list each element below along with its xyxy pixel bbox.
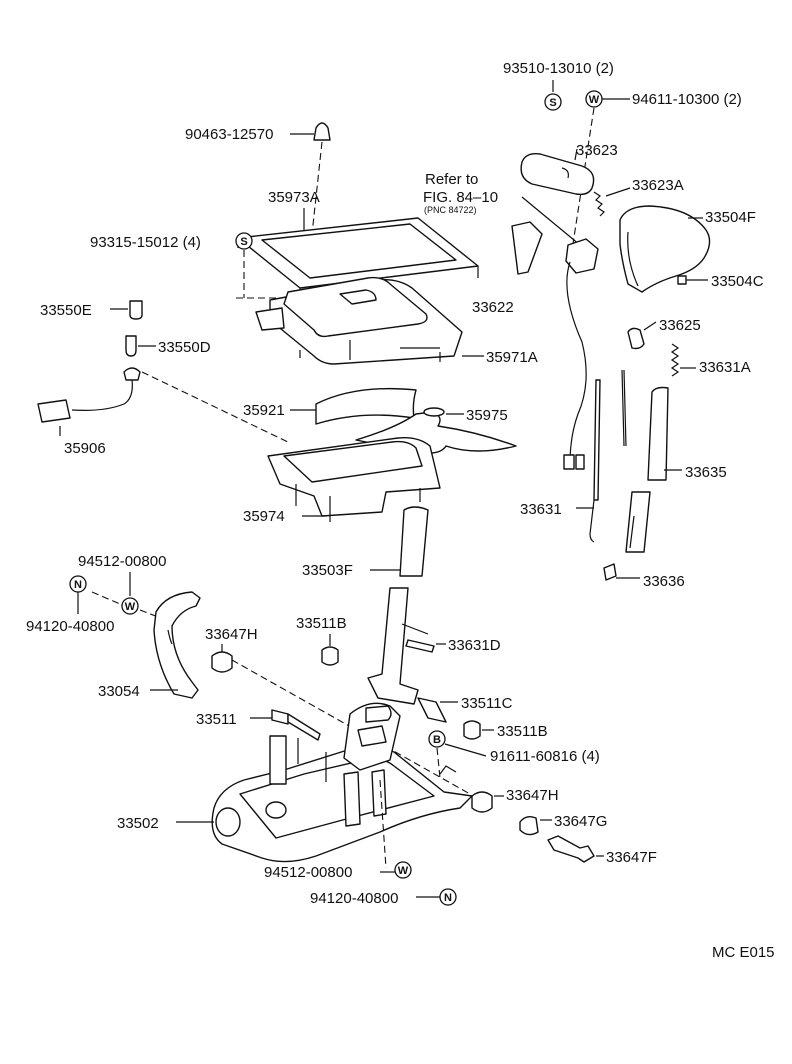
symbol-w: W	[585, 90, 603, 108]
label-35973A: 35973A	[268, 189, 320, 206]
bracket-33054	[153, 591, 201, 699]
pointer-33622	[511, 221, 543, 275]
symbol-w-bottom: W	[394, 861, 412, 879]
label-93315-15012: 93315-15012 (4)	[90, 234, 201, 251]
label-33647F: 33647F	[606, 849, 657, 866]
base-assembly-33502	[211, 702, 473, 863]
svg-text:W: W	[589, 94, 600, 106]
upper-housing-35971A	[255, 276, 463, 365]
label-33631D: 33631D	[448, 637, 501, 654]
label-33631: 33631	[520, 501, 562, 518]
spring-33631A	[670, 343, 680, 377]
lever-tube-33503F	[399, 506, 429, 577]
bulb-cap-33550E	[129, 300, 143, 320]
label-33623A: 33623A	[632, 177, 684, 194]
symbol-b: B	[428, 730, 446, 748]
symbol-w-left: W	[121, 597, 139, 615]
label-33635: 33635	[685, 464, 727, 481]
switch-connector	[565, 238, 599, 274]
label-35971A: 35971A	[486, 349, 538, 366]
bezel-frame-35973A	[237, 217, 479, 300]
ring-33647G	[519, 815, 539, 836]
label-33622: 33622	[472, 299, 514, 316]
collar-33511C	[417, 697, 447, 723]
label-33623: 33623	[576, 142, 618, 159]
symbol-n-bottom: N	[439, 888, 457, 906]
label-33054: 33054	[98, 683, 140, 700]
bush-33511B-upper	[321, 646, 339, 666]
socket-35906	[123, 367, 141, 381]
label-91611-60816: 91611-60816 (4)	[490, 748, 600, 765]
label-33550D: 33550D	[158, 339, 211, 356]
label-33504C: 33504C	[711, 273, 764, 290]
symbol-s: S	[544, 93, 562, 111]
svg-text:W: W	[125, 601, 136, 613]
label-94512-00800-bottom: 94512-00800	[264, 864, 352, 881]
label-94120-40800-bottom: 94120-40800	[310, 890, 398, 907]
label-fig-ref: FIG. 84–10	[423, 189, 498, 206]
label-35975: 35975	[466, 407, 508, 424]
svg-text:B: B	[433, 734, 441, 746]
label-33636: 33636	[643, 573, 685, 590]
label-33511B-lower: 33511B	[497, 723, 548, 740]
label-93510-13010: 93510-13010 (2)	[503, 60, 614, 77]
svg-text:N: N	[74, 579, 82, 591]
svg-text:S: S	[549, 97, 556, 109]
pin-33631D	[405, 639, 435, 653]
bush-33647H-lower	[471, 791, 493, 813]
label-33511B-upper: 33511B	[296, 615, 347, 632]
label-pnc: (PNC 84722)	[424, 205, 477, 215]
label-94512-00800-left: 94512-00800	[78, 553, 166, 570]
rod-33631	[593, 379, 601, 501]
symbol-n-left: N	[69, 575, 87, 593]
guide-33635-lower	[625, 491, 651, 553]
shift-lever	[367, 587, 419, 705]
label-94120-40800-left: 94120-40800	[26, 618, 114, 635]
screw-33504C	[677, 275, 687, 285]
clip-33636	[603, 563, 617, 581]
lower-housing-35974	[267, 436, 441, 522]
symbol-s-93315: S	[235, 232, 253, 250]
label-33511C: 33511C	[461, 695, 513, 712]
label-35906: 35906	[64, 440, 106, 457]
label-33503F: 33503F	[302, 562, 353, 579]
label-33504F: 33504F	[705, 209, 756, 226]
pin-33647F	[547, 835, 595, 863]
svg-text:N: N	[444, 892, 452, 904]
bulb-33550D	[125, 335, 137, 357]
bolt-33511	[271, 709, 289, 725]
label-33647H-lower: 33647H	[506, 787, 559, 804]
cap-33625	[627, 327, 645, 350]
svg-text:S: S	[240, 236, 247, 248]
knob-body-33504F	[619, 205, 711, 293]
label-refer-to: Refer to	[425, 171, 478, 188]
connector-35906	[37, 399, 71, 423]
svg-text:W: W	[398, 865, 409, 877]
indicator-plate-35921	[315, 387, 417, 425]
label-33631A: 33631A	[699, 359, 751, 376]
knob-cap-33623	[520, 152, 595, 196]
label-33511: 33511	[196, 711, 237, 728]
label-33550E: 33550E	[40, 302, 92, 319]
figure-code: MC E015	[712, 944, 775, 961]
rod-upper-33631	[623, 369, 627, 447]
spring-33623A	[593, 191, 605, 217]
label-94611-10300: 94611-10300 (2)	[632, 91, 742, 108]
label-33502: 33502	[117, 815, 159, 832]
bush-33511B-lower	[463, 720, 481, 740]
label-33625: 33625	[659, 317, 701, 334]
bush-33647H-upper	[211, 651, 233, 673]
clip-90463	[313, 122, 331, 141]
label-33647H-upper: 33647H	[205, 626, 258, 643]
label-33647G: 33647G	[554, 813, 607, 830]
label-35974: 35974	[243, 508, 285, 525]
label-35921: 35921	[243, 402, 285, 419]
switch-cable	[566, 261, 587, 465]
label-90463-12570: 90463-12570	[185, 126, 273, 143]
push-rod-33635	[647, 386, 669, 481]
